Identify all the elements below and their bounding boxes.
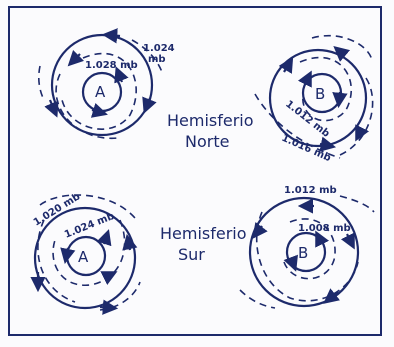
nw-inner-isobar-label: 1.028 mb — [85, 60, 138, 71]
se-arrow-4 — [347, 234, 352, 244]
ne-low-system: B 1.012 mb 1.016 mb — [255, 36, 373, 164]
se-low-system: B 1.008 mb 1.012 mb — [240, 185, 374, 308]
ne-arrow-1 — [339, 92, 340, 102]
sw-high-system: A 1.024 mb 1.020 mb — [32, 191, 140, 310]
se-inner-isobar-label: 1.008 mb — [298, 223, 351, 234]
sw-wind-path-4 — [100, 282, 140, 310]
nw-outer-isobar-label-value: 1.024 — [143, 43, 175, 54]
se-outer-isobar-label: 1.012 mb — [284, 185, 337, 196]
ne-arrow-5 — [358, 128, 362, 136]
se-wind-path-4 — [340, 196, 374, 212]
north-hemisphere-label-line1: Hemisferio — [167, 111, 254, 130]
se-center-label: B — [298, 244, 308, 262]
nw-center-label: A — [95, 83, 106, 101]
nw-high-system: A 1.028 mb 1.024 mb — [39, 35, 175, 138]
sw-center-label: A — [78, 248, 89, 266]
sw-arrow-4 — [128, 240, 130, 250]
ne-wind-path-2 — [340, 78, 373, 155]
nw-arrow-6 — [72, 54, 80, 62]
south-hemisphere-label-line2: Sur — [178, 245, 205, 264]
sw-arrow-5 — [100, 307, 112, 308]
north-hemisphere-label-line2: Norte — [185, 132, 229, 151]
nw-wind-path-3 — [39, 66, 44, 100]
south-hemisphere-label-line1: Hemisferio — [160, 224, 247, 243]
nw-arrow-3 — [108, 35, 120, 36]
nw-outer-isobar-label-unit: mb — [148, 54, 166, 65]
nw-wind-path-2 — [56, 74, 118, 138]
nw-arrow-1 — [118, 72, 122, 82]
ne-center-label: B — [315, 85, 325, 103]
sw-arrow-1 — [104, 235, 107, 244]
